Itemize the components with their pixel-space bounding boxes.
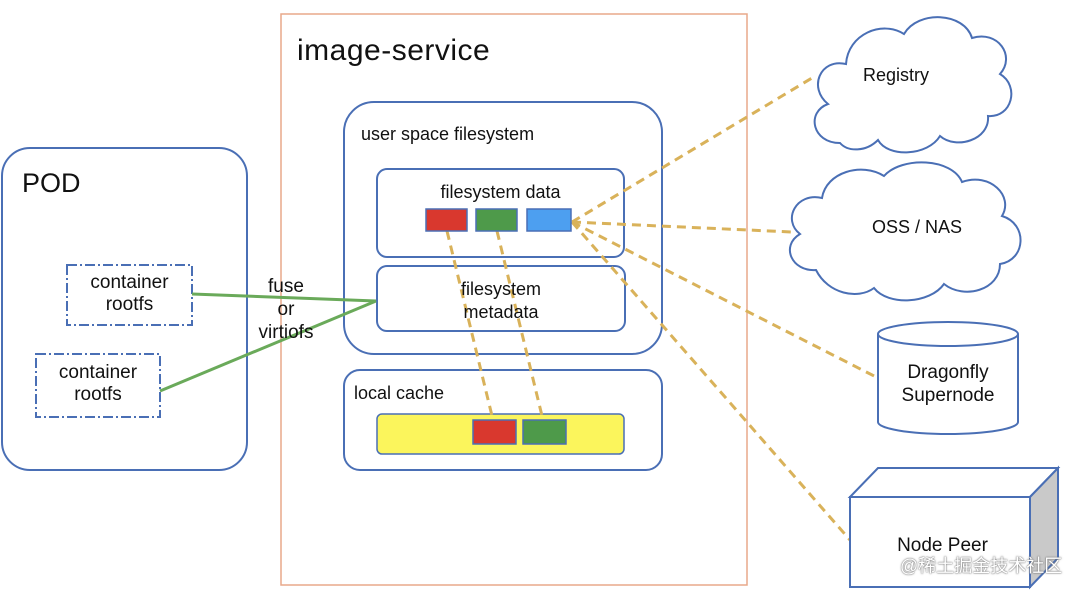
registry-cloud xyxy=(813,16,1013,154)
dragonfly-line1: Dragonfly xyxy=(907,362,989,383)
image-service-title: image-service xyxy=(297,34,491,67)
container-rootfs-label-1: container rootfs xyxy=(67,272,192,316)
oss-nas-cloud xyxy=(788,161,1022,302)
fuse-line2: or xyxy=(277,299,295,321)
container-2-line2: rootfs xyxy=(74,383,122,405)
filesystem-data-title: filesystem data xyxy=(440,182,561,202)
cache-block-red xyxy=(472,419,517,445)
fuse-line3: virtiofs xyxy=(258,322,314,344)
container-rootfs-box-1 xyxy=(66,264,193,326)
dash-to-node-peer xyxy=(570,221,852,541)
fuse-line1: fuse xyxy=(268,276,304,297)
user-space-fs-title: user space filesystem xyxy=(361,124,535,144)
image-service-frame xyxy=(280,13,748,586)
metadata-line2: metadata xyxy=(463,302,539,323)
data-block-blue xyxy=(526,208,572,232)
node-peer-label: Node Peer xyxy=(897,535,988,556)
data-block-red xyxy=(425,208,468,232)
filesystem-metadata-box xyxy=(376,265,626,332)
fuse-link-1 xyxy=(191,292,377,303)
watermark: @稀土掘金技术社区 xyxy=(900,556,1063,576)
dash-data-to-cache-2 xyxy=(495,230,545,421)
container-rootfs-box-2 xyxy=(35,353,161,418)
local-cache-title: local cache xyxy=(354,383,445,403)
dragonfly-label: Dragonfly Supernode xyxy=(878,362,1018,408)
dragonfly-line2: Supernode xyxy=(901,384,995,406)
fuse-link-2 xyxy=(159,299,377,393)
node-peer-box xyxy=(847,465,1061,590)
metadata-line1: filesystem xyxy=(460,279,541,299)
dash-to-dragonfly xyxy=(571,220,879,380)
fuse-virtiofs-label: fuse or virtiofs xyxy=(244,275,328,345)
dragonfly-cylinder xyxy=(877,321,1019,435)
container-1-line1: container xyxy=(90,272,169,293)
dash-to-oss xyxy=(571,220,793,234)
pod-title: POD xyxy=(22,168,81,198)
container-1-line2: rootfs xyxy=(105,293,154,315)
filesystem-metadata-label: filesystem metadata xyxy=(377,278,625,325)
data-block-green xyxy=(475,208,518,232)
registry-label: Registry xyxy=(863,65,930,85)
container-rootfs-label-2: container rootfs xyxy=(36,362,160,406)
dash-data-to-cache-1 xyxy=(445,230,495,421)
container-2-line1: container xyxy=(58,362,138,383)
dash-to-registry xyxy=(571,76,813,224)
oss-nas-label: OSS / NAS xyxy=(872,217,963,237)
cache-block-green xyxy=(522,419,567,445)
